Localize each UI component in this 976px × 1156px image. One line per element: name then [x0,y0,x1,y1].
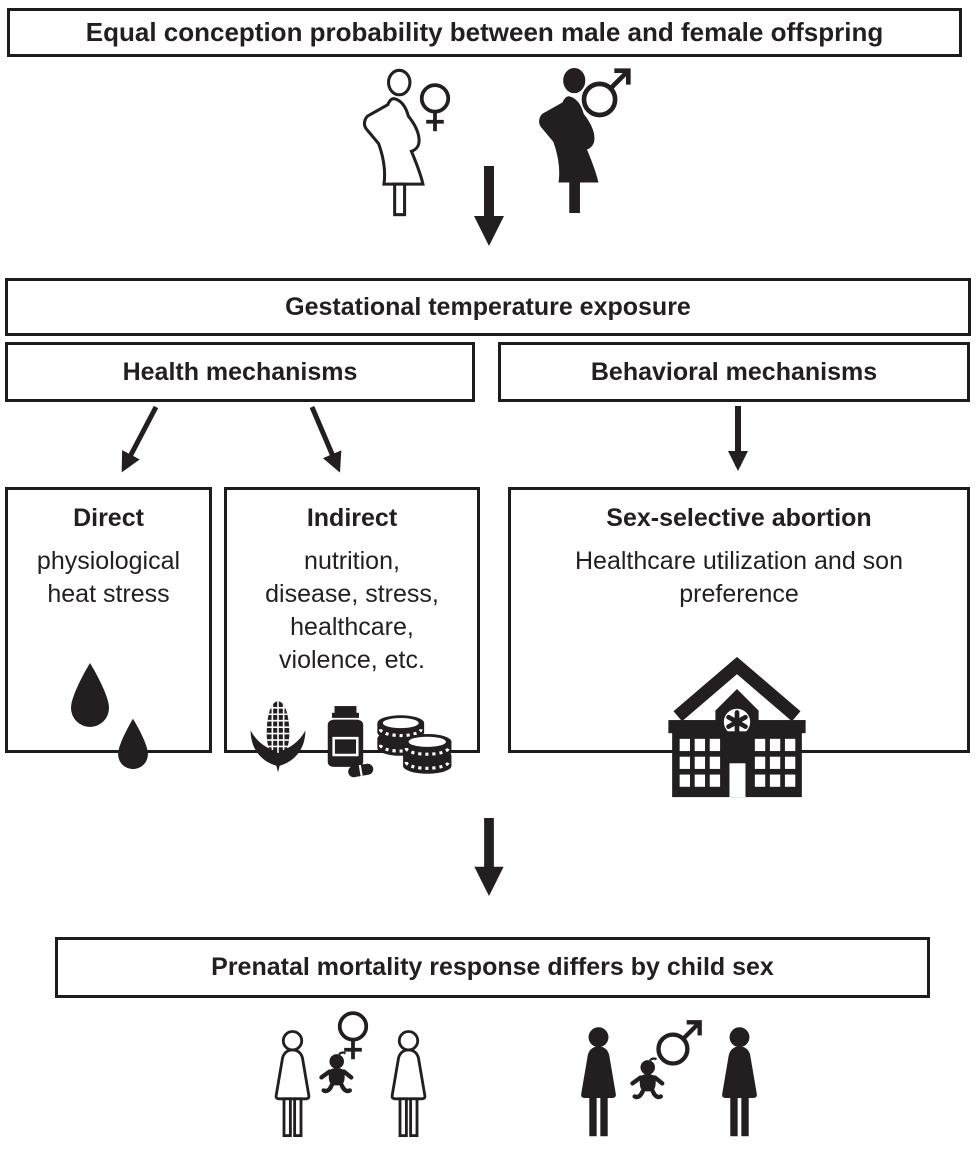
indirect-line: disease, stress, [265,580,439,608]
abortion-line: Healthcare utilization and son [575,547,903,575]
abortion-line: preference [679,580,799,608]
indirect-line: healthcare, [290,613,414,641]
direct-line: physiological [36,547,181,575]
woman-outline-icon [390,1030,427,1138]
water-drop-icon [71,663,109,727]
behavioral-mechanisms-label: Behavioral mechanisms [590,357,878,386]
conception-label: Equal conception probability between mal… [85,17,884,47]
health-mechanisms-label: Health mechanisms [122,357,358,386]
behavioral-mechanisms-box: Behavioral mechanisms [498,342,970,402]
health-mechanisms-box: Health mechanisms [5,342,475,402]
coin-stack-icon [377,715,452,774]
diagonal-arrow-left-icon [121,405,159,473]
baby-icon [630,1057,665,1100]
indirect-line: nutrition, [304,547,400,575]
male-symbol-icon [656,1020,702,1066]
vertical-arrow-icon [728,406,748,471]
diagonal-arrow-right-icon [309,406,342,473]
hospital-icon [668,656,806,798]
pregnant-woman-filled-icon [539,67,599,214]
direct-panel: Direct physiological heat stress [5,487,212,770]
pregnant-woman-outline-icon [362,68,425,217]
abortion-panel: Sex-selective abortion Healthcare utiliz… [508,487,970,798]
indirect-panel: Indirect nutrition, disease, stress, hea… [224,487,480,778]
direct-title: Direct [73,504,144,532]
direct-line: heat stress [47,580,170,608]
outcome-label: Prenatal mortality response differs by c… [211,953,774,981]
baby-icon [319,1051,354,1094]
water-drop-small-icon [118,718,148,770]
indirect-line: violence, etc. [279,646,425,674]
male-symbol-icon [581,68,631,118]
conception-box: Equal conception probability between mal… [7,8,962,57]
woman-outline-icon [274,1030,311,1138]
medicine-bottle-icon [327,706,374,778]
woman-filled-icon [581,1027,616,1137]
female-symbol-icon [419,83,451,132]
exposure-box: Gestational temperature exposure [5,278,971,336]
down-arrow-icon [474,166,504,246]
female-symbol-icon [337,1011,369,1060]
exposure-label: Gestational temperature exposure [285,292,691,321]
down-arrow-icon [474,818,504,897]
abortion-title: Sex-selective abortion [606,504,872,532]
indirect-title: Indirect [306,504,398,532]
outcome-box: Prenatal mortality response differs by c… [55,937,930,998]
woman-filled-icon [722,1027,757,1137]
corn-icon [250,701,306,773]
